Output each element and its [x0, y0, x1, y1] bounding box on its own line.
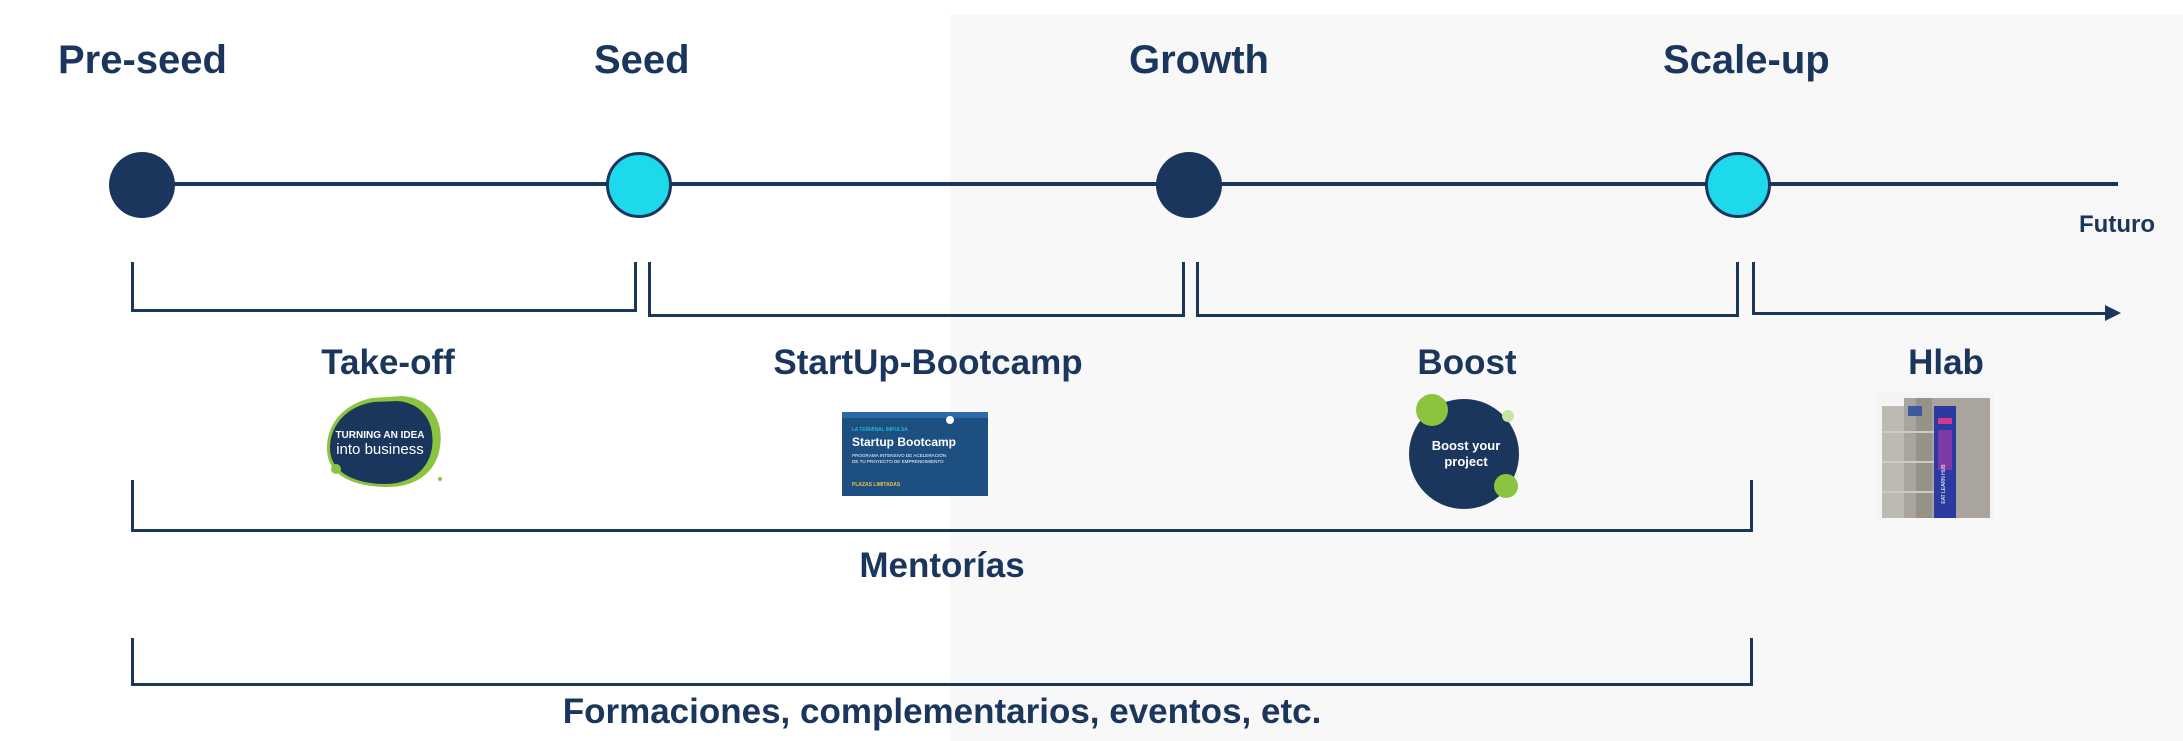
stage-label-growth: Growth [1129, 38, 1269, 82]
bootcamp-footer: PLAZAS LIMITADAS [852, 482, 901, 488]
hlab-building-photo: EAT LEARN HUB [1876, 392, 1994, 518]
stage-bracket-seed [648, 262, 1185, 317]
program-label-take-off: Take-off [321, 343, 455, 382]
bootcamp-desc-2: DE TU PROYECTO DE EMPRENDIMIENTO [852, 459, 944, 464]
stage-label-scale-up: Scale-up [1663, 38, 1830, 82]
program-label-boost: Boost [1417, 343, 1517, 382]
stage-node-seed [606, 152, 672, 218]
mentorias-bracket [131, 480, 1753, 532]
startup-bootcamp-poster: LA TERMINAL IMPULSA Startup Bootcamp PRO… [842, 412, 988, 496]
bootcamp-desc-1: PROGRAMA INTENSIVO DE ACELERACIÓN [852, 452, 946, 458]
timeline-line [142, 182, 2118, 186]
take-off-logo: TURNING AN IDEA into business [326, 396, 442, 488]
background-panel [950, 15, 2183, 741]
future-arrow-line [1752, 312, 2108, 315]
bootcamp-title: Startup Bootcamp [852, 435, 956, 449]
formaciones-bracket [131, 638, 1753, 686]
take-off-logo-line1: TURNING AN IDEA [335, 430, 424, 441]
stage-node-growth [1156, 152, 1222, 218]
boost-logo-line2: project [1444, 454, 1488, 469]
program-label-startup-bootcamp: StartUp-Bootcamp [773, 343, 1083, 382]
program-label-hlab: Hlab [1908, 343, 1984, 382]
stage-node-pre-seed [109, 152, 175, 218]
stage-bracket-pre-seed [131, 262, 637, 312]
boost-logo: Boost your project [1409, 394, 1519, 509]
future-bracket-tick [1752, 262, 1755, 315]
formaciones-label: Formaciones, complementarios, eventos, e… [562, 692, 1322, 731]
boost-logo-line1: Boost your [1432, 438, 1501, 453]
stage-label-pre-seed: Pre-seed [58, 38, 227, 82]
bootcamp-kicker: LA TERMINAL IMPULSA [852, 427, 908, 433]
take-off-logo-line2: into business [336, 441, 424, 458]
stage-label-seed: Seed [594, 38, 690, 82]
hlab-banner-text: EAT LEARN HUB [1941, 464, 1947, 504]
futuro-label: Futuro [2079, 211, 2155, 238]
arrow-right-icon [2105, 305, 2121, 321]
mentorias-label: Mentorías [859, 546, 1025, 585]
stage-node-scale-up [1705, 152, 1771, 218]
stage-bracket-growth [1196, 262, 1739, 317]
